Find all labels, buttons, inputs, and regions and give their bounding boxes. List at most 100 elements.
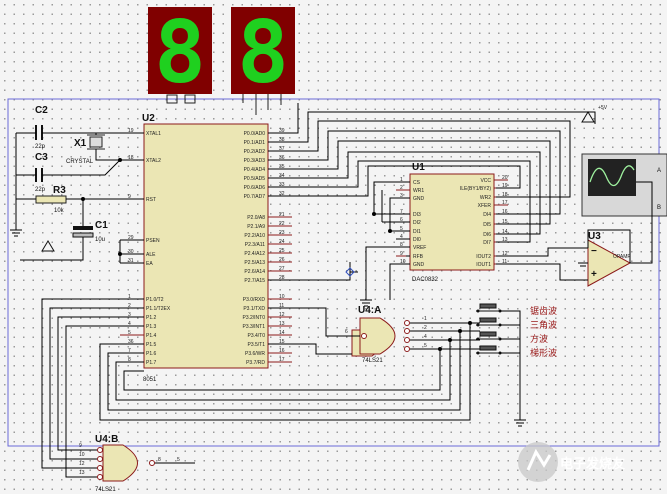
u2-pin-name: P3.4/T0 — [247, 333, 265, 339]
u1-pin-number: 19 — [502, 183, 508, 189]
u4b-in1: 9 — [79, 443, 82, 449]
u1-pin-name: DI0 — [413, 237, 421, 243]
junctions — [81, 158, 472, 351]
u2-pin-number: 1 — [128, 294, 131, 300]
u2-pin-number: 5 — [128, 330, 131, 336]
u1-pin-number: 5 — [400, 226, 403, 232]
u1-pin-name: RFB — [413, 254, 424, 260]
oscilloscope[interactable]: A B — [581, 153, 667, 217]
u4b-in3: 12 — [79, 461, 85, 467]
u4b-model: 74LS21 — [95, 487, 116, 493]
u2-pin-name: P2.7/A15 — [244, 278, 265, 284]
u2-pin-number: 25 — [279, 248, 285, 254]
waveform-button-4[interactable]: 梯形波 — [476, 345, 557, 359]
u2-pin-number: 17 — [279, 357, 285, 363]
seven-segment-display-1: 8 — [148, 3, 212, 104]
u1-pin-number: 6 — [400, 217, 403, 223]
u1-pin-number: 17 — [502, 200, 508, 206]
u2-pin-name: P3.2/INT0 — [242, 315, 265, 321]
u2-right-pins: 39P0.0/AD038P0.1/AD137P0.2/AD236P0.3/AD3… — [242, 128, 292, 366]
waveform-button-label: 梯形波 — [530, 347, 557, 359]
u1-pin-name: WR2 — [480, 195, 491, 201]
u1-pin-name: DI3 — [413, 212, 421, 218]
u2-pin-name: P1.6 — [146, 351, 157, 357]
r3-ref: R3 — [53, 185, 66, 196]
u1-model: DAC0832 — [412, 277, 439, 283]
waveform-button-label: 三角波 — [530, 319, 557, 331]
u2-pin-name: XTAL2 — [146, 158, 161, 164]
waveform-button-1[interactable]: 锯齿波 — [476, 303, 557, 317]
u1-ref: U1 — [412, 162, 425, 173]
waveform-button-label: 锯齿波 — [530, 305, 557, 317]
sheet-border — [7, 98, 660, 447]
u2-model: 8051 — [143, 377, 157, 383]
u2-pin-name: RST — [146, 197, 156, 203]
u1-pin-number: 15 — [502, 219, 508, 225]
u2-pin-number: 11 — [279, 303, 284, 309]
u2-pin-name: P3.5/T1 — [247, 342, 265, 348]
u1-pin-number: 3 — [400, 193, 403, 199]
capacitor-c2[interactable]: C2 22p — [35, 105, 48, 150]
u2-pin-name: P3.6/WR — [245, 351, 265, 357]
u3-ref: U3 — [588, 231, 601, 242]
u1-pin-name: XFER — [478, 203, 492, 209]
u2-pin-number: 8 — [128, 357, 131, 363]
u2-pin-number: 2 — [128, 303, 131, 309]
u4a-in4: 5 — [424, 343, 427, 349]
u2-pin-number: 9 — [128, 194, 131, 200]
u2-pin-name: P2.2/A10 — [244, 233, 265, 239]
x1-ref: X1 — [74, 138, 87, 149]
u2-pin-number: 12 — [279, 312, 285, 318]
u2-pin-number: 19 — [128, 128, 134, 134]
gate-u4a[interactable]: U4:A 74LS21 6 1 2 4 5 — [345, 305, 427, 364]
u1-pin-number: 14 — [502, 229, 508, 235]
u1-pin-number: 4 — [400, 234, 403, 240]
u2-pin-name: P0.2/AD2 — [244, 149, 266, 155]
c1-value: 10u — [95, 237, 105, 243]
u1-pin-number: 16 — [502, 209, 508, 215]
u2-pin-name: P0.4/AD4 — [244, 167, 266, 173]
u2-pin-number: 7 — [128, 348, 131, 354]
capacitor-c3[interactable]: C3 22p — [35, 152, 48, 193]
u4a-in3: 4 — [424, 334, 427, 340]
digit-1: 8 — [154, 3, 206, 103]
u1-pin-name: IOUT1 — [476, 262, 491, 268]
u2-pin-name: P1.1/T2EX — [146, 306, 171, 312]
u1-pin-number: 10 — [400, 259, 406, 265]
opamp[interactable]: U3 OPAMP − + — [587, 231, 631, 287]
u1-pin-number: 7 — [400, 209, 403, 215]
u2-pin-number: 39 — [279, 128, 285, 134]
u1-pin-number: 1 — [400, 177, 403, 183]
digit-2: 8 — [237, 3, 289, 103]
wires — [10, 103, 653, 478]
gate-u4b[interactable]: U4:B 74LS21 8 5 9 10 12 13 — [79, 434, 180, 493]
u2-pin-name: PSEN — [146, 238, 160, 244]
u1-pin-number: 20 — [502, 175, 508, 181]
u3-model: OPAMP — [613, 254, 631, 260]
u2-pin-number: 36 — [128, 339, 134, 345]
capacitor-c1[interactable]: C1 10u — [72, 220, 108, 243]
u2-pin-number: 10 — [279, 294, 285, 300]
vcc-label: +5V — [598, 105, 608, 111]
scope-ch-b: B — [657, 205, 661, 211]
u1-pin-name: DI1 — [413, 229, 421, 235]
u2-pin-name: P3.1/TXD — [243, 306, 265, 312]
vcc-arrow-2 — [581, 111, 595, 123]
u4b-in2: 10 — [79, 452, 85, 458]
u2-pin-number: 13 — [279, 321, 285, 327]
u1-pin-name: DI7 — [483, 240, 491, 246]
u2-pin-name: P3.7/RD — [246, 360, 265, 366]
u1-pin-name: CS — [413, 180, 421, 186]
u4b-net: 5 — [177, 457, 180, 463]
u1-pin-name: GND — [413, 196, 425, 202]
u2-pin-number: 32 — [279, 191, 285, 197]
u4a-in1: 1 — [424, 316, 427, 322]
u2-pin-number: 14 — [279, 330, 285, 336]
opamp-minus: − — [591, 246, 597, 257]
u2-pin-name: P2.0/A8 — [247, 215, 265, 221]
u4a-ref: U4:A — [358, 305, 381, 316]
waveform-button-2[interactable]: 三角波 — [476, 317, 557, 331]
